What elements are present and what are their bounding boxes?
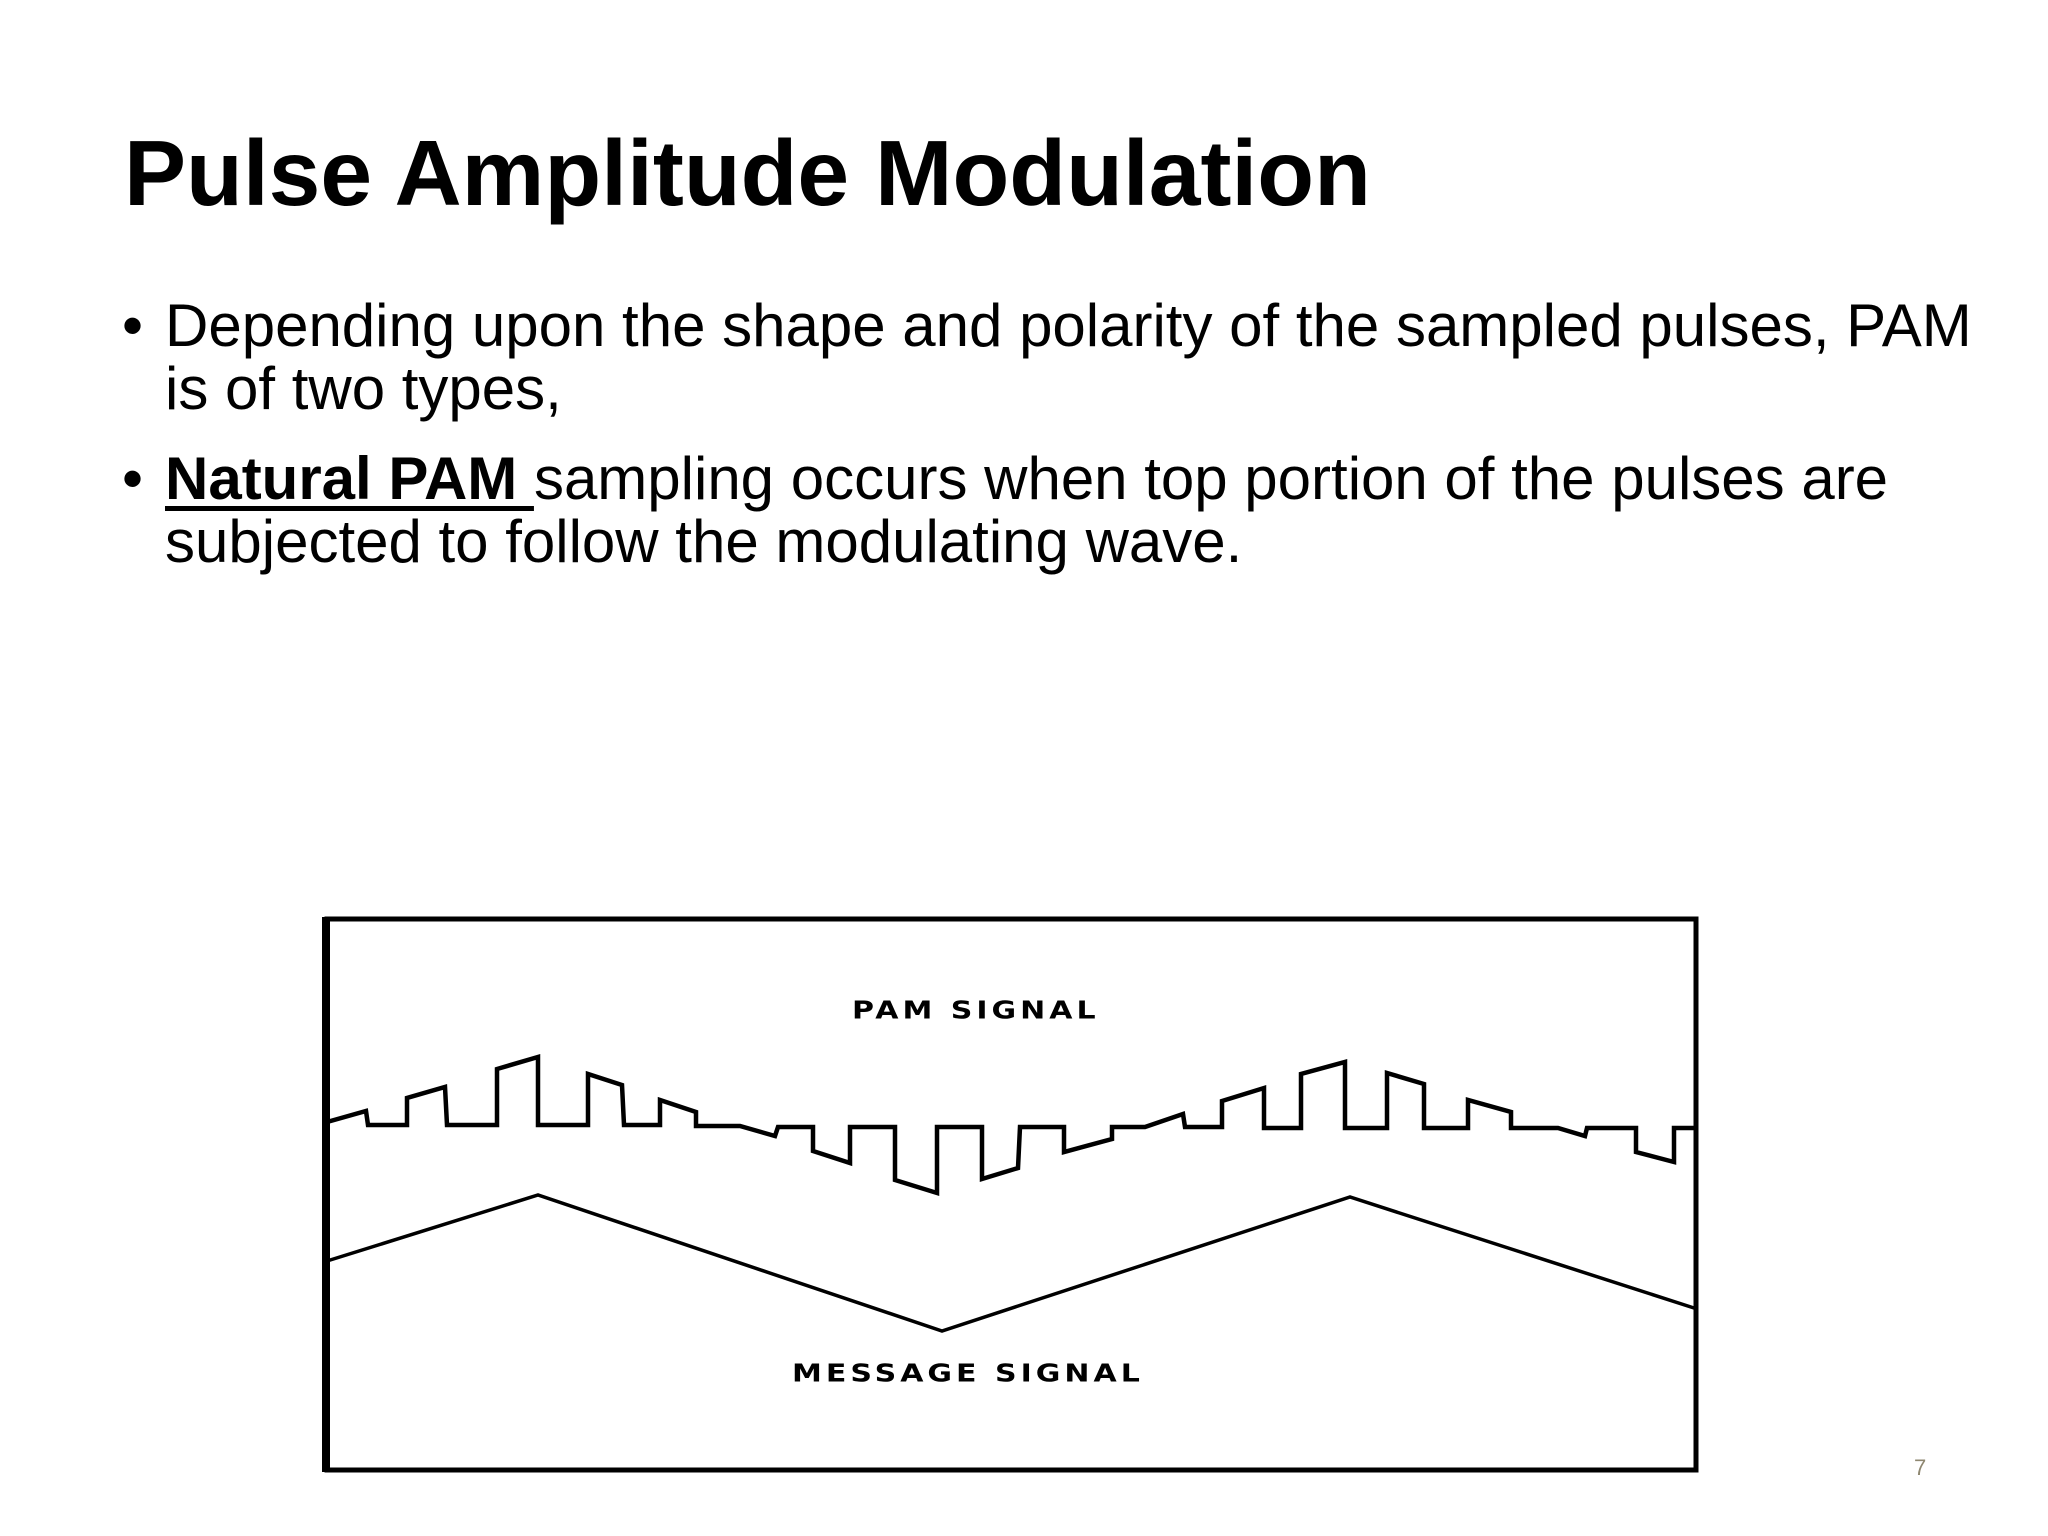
bullet-item-natural-pam: • Natural PAM sampling occurs when top p… (122, 447, 2022, 573)
page-number: 7 (1914, 1455, 1927, 1480)
pam-signal-waveform (326, 1053, 1694, 1197)
pam-signal-label: PAM SIGNAL (852, 996, 1100, 1026)
bullet-marker: • (122, 292, 144, 359)
bullet-marker: • (122, 445, 144, 512)
natural-pam-term: Natural PAM (165, 445, 534, 512)
slide-title: Pulse Amplitude Modulation (124, 121, 1371, 225)
bullet-item-types: • Depending upon the shape and polarity … (122, 294, 2022, 420)
message-signal-label: MESSAGE SIGNAL (792, 1359, 1144, 1389)
bullet-text: Depending upon the shape and polarity of… (165, 292, 1972, 422)
bullet-text: sampling occurs when top portion of the … (165, 445, 1889, 575)
message-signal-waveform (326, 1193, 1695, 1333)
bullet-list: • Depending upon the shape and polarity … (122, 294, 2022, 600)
diagram-frame (324, 916, 1699, 1473)
